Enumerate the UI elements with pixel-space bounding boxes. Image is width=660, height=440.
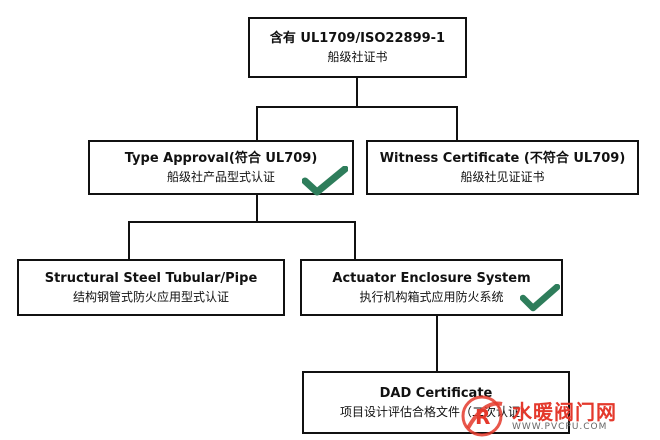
type-approval-title: Type Approval(符合 UL709) (124, 150, 318, 166)
actuator-enclosure-box: Actuator Enclosure System 执行机构箱式应用防火系统 (300, 259, 563, 316)
connector-root-down (356, 77, 358, 107)
connector-to-type-approval (256, 106, 258, 142)
connector-actuator-down (436, 314, 438, 372)
svg-text:R: R (475, 405, 490, 429)
structural-steel-box: Structural Steel Tubular/Pipe 结构钢管式防火应用型… (17, 259, 285, 316)
connector-level1-horizontal (256, 106, 457, 108)
type-approval-box: Type Approval(符合 UL709) 船级社产品型式认证 (88, 140, 354, 195)
root-certificate-box: 含有 UL1709/ISO22899-1 船级社证书 (248, 17, 467, 78)
root-certificate-title: 含有 UL1709/ISO22899-1 (269, 30, 446, 46)
type-approval-subtitle: 船级社产品型式认证 (166, 169, 275, 184)
witness-certificate-subtitle: 船级社见证证书 (460, 169, 545, 184)
structural-steel-subtitle: 结构钢管式防火应用型式认证 (72, 289, 229, 304)
watermark-logo-icon: R (461, 395, 503, 437)
connector-to-actuator (354, 221, 356, 260)
watermark-url: WWW.PVCPU.COM (512, 422, 608, 432)
witness-certificate-box: Witness Certificate (不符合 UL709) 船级社见证证书 (366, 140, 639, 195)
type-approval-check-icon (302, 166, 348, 196)
dad-certificate-box: DAD Certificate 项目设计评估合格文件（二次认证） (302, 371, 570, 434)
connector-type-approval-down (256, 194, 258, 222)
connector-to-witness (456, 106, 458, 142)
actuator-enclosure-title: Actuator Enclosure System (332, 270, 531, 286)
watermark-text: 水暖阀门网 (512, 400, 617, 424)
structural-steel-title: Structural Steel Tubular/Pipe (44, 270, 258, 286)
dad-certificate-title: DAD Certificate (379, 385, 493, 401)
witness-certificate-title: Witness Certificate (不符合 UL709) (379, 150, 626, 166)
connector-to-structural-steel (128, 221, 130, 260)
actuator-enclosure-subtitle: 执行机构箱式应用防火系统 (359, 289, 504, 304)
actuator-check-icon (520, 284, 560, 312)
watermark: R 水暖阀门网 WWW.PVCPU.COM (456, 394, 656, 438)
connector-level2-horizontal (128, 221, 356, 223)
root-certificate-subtitle: 船级社证书 (327, 49, 388, 64)
